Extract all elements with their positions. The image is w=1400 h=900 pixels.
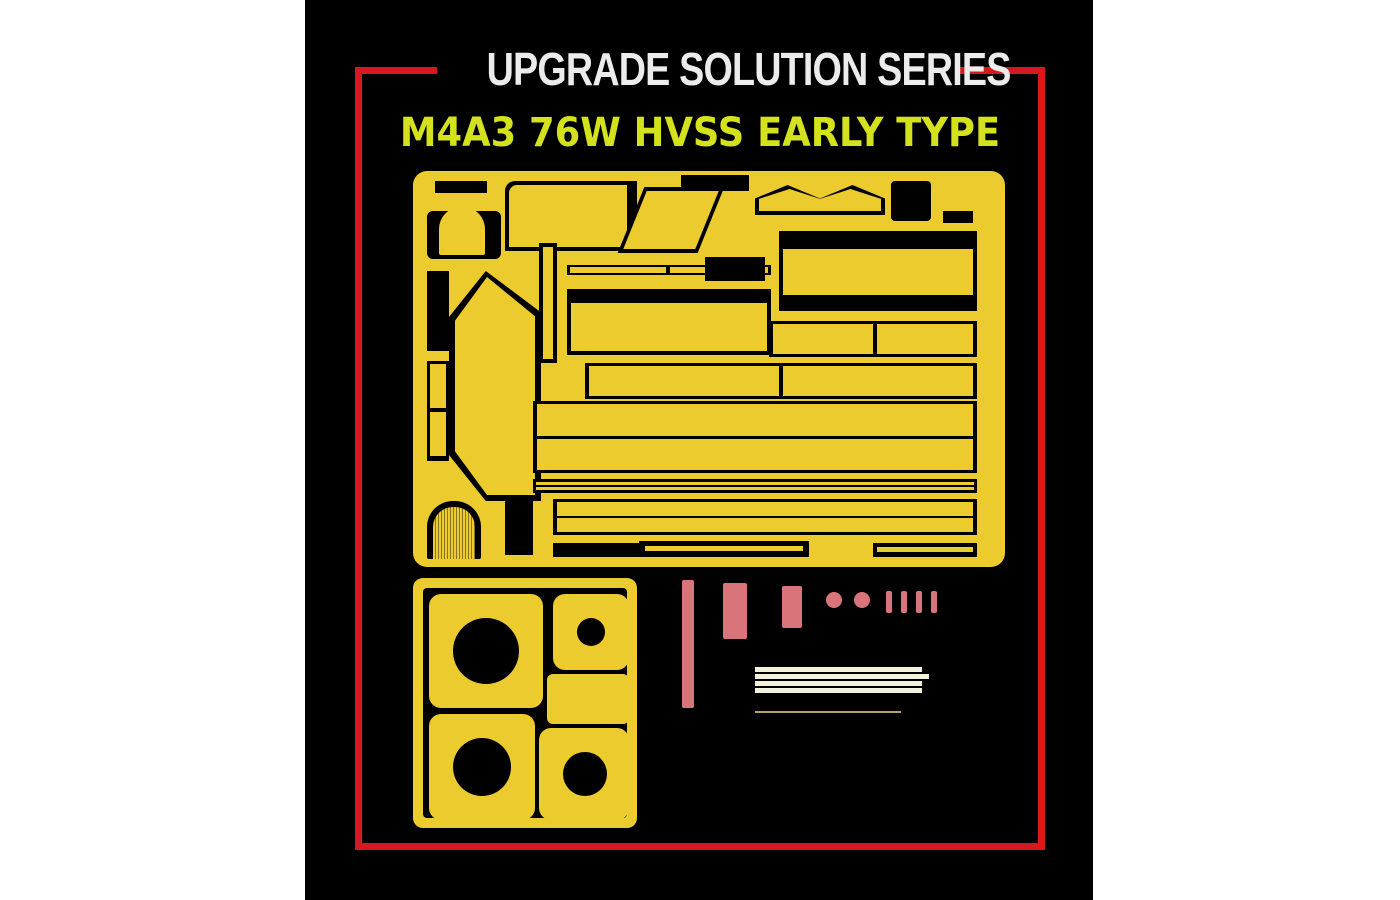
etch-part [505,499,533,555]
resin-pin [931,591,937,613]
etch-part [589,366,779,396]
product-title: M4A3 76W HVSS EARLY TYPE [399,110,1001,156]
main-photo-etch-fret [413,171,1005,567]
etch-part [557,502,973,516]
etch-part [435,181,487,193]
white-rod [755,688,922,693]
etch-part [773,324,873,354]
etch-part [943,211,973,223]
red-frame-top-left [355,67,437,74]
brass-wire [755,711,901,713]
resin-hatch-part [854,592,870,608]
etch-part [537,404,973,436]
etch-part [509,185,627,247]
etch-part [681,175,749,191]
resin-pin [916,591,922,613]
etch-part [557,518,973,532]
etch-part [877,547,973,552]
etch-part [645,546,803,551]
plate-hole [453,618,519,684]
etch-part [553,543,641,557]
etch-part [783,366,973,396]
plate-hole [453,738,511,796]
etch-part [705,257,765,281]
red-frame [355,67,1045,850]
plate-hole [563,752,607,796]
white-rod [755,667,922,672]
etch-part [537,439,973,470]
etch-part [567,265,771,275]
etch-part [623,191,719,249]
etch-part [430,412,446,456]
series-title: UPGRADE SOLUTION SERIES [486,43,1012,95]
resin-pin [901,591,907,613]
etch-part [430,364,446,408]
red-frame-top-right [960,67,1043,74]
etch-part [877,324,973,354]
plate-hole [577,618,605,646]
resin-ammo-box [723,583,747,639]
etch-part [536,482,974,485]
etch-part [439,207,485,255]
blank-plate [547,674,629,724]
resin-pin [886,591,892,613]
resin-hatch-part [826,592,842,608]
resin-periscope-cover [782,586,802,628]
etch-part [427,271,449,351]
white-rod [755,674,929,679]
etch-part [570,267,666,273]
etch-part [783,249,973,295]
etch-part [455,277,535,495]
resin-machine-gun-barrel [682,580,694,708]
small-photo-etch-fret [413,578,637,828]
etch-part [536,487,974,490]
white-rod [755,681,922,686]
etch-part [571,303,767,351]
etch-part [543,247,553,359]
etch-part [891,181,931,221]
etch-part [759,189,881,211]
etch-part [433,507,475,559]
